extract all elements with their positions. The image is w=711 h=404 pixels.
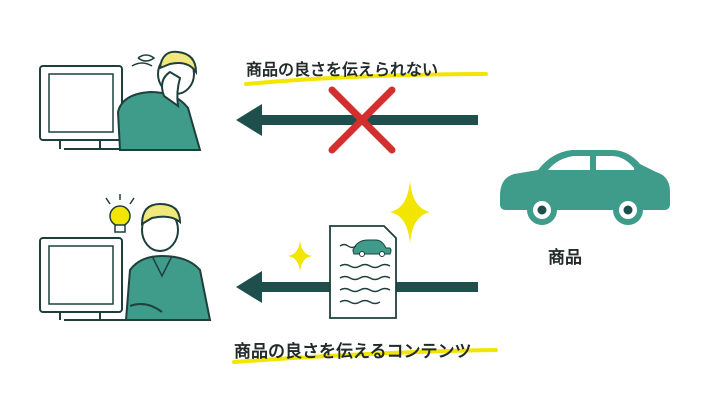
product-label: 商品	[548, 248, 582, 268]
sparkle-icon	[288, 240, 312, 272]
top-arrow	[236, 104, 478, 136]
top-caption: 商品の良さを伝えられない	[246, 60, 439, 79]
cross-mark-icon	[328, 86, 396, 154]
top-caption-underline	[244, 72, 488, 86]
bottom-caption-underline	[232, 348, 498, 364]
bottom-caption: 商品の良さを伝えるコンテンツ	[234, 342, 472, 362]
car-icon	[500, 150, 670, 225]
sparkle-icon	[390, 180, 430, 244]
lightbulb-icon	[105, 194, 135, 233]
worried-person-at-computer-icon	[39, 50, 202, 151]
happy-person-at-computer-icon	[39, 202, 212, 321]
document-icon	[329, 225, 397, 319]
